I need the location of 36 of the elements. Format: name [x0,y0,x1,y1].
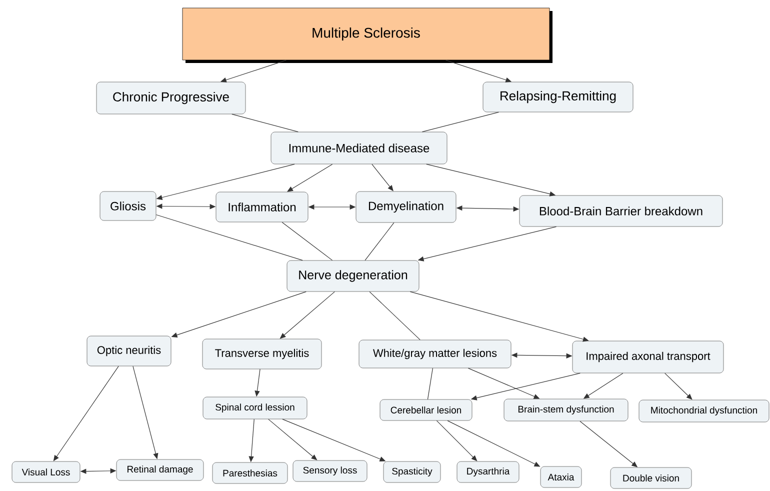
concept-box: Sensory loss [292,460,368,482]
concept-box: Spasticity [383,461,441,483]
connector-line [232,114,298,132]
concept-box: Spinal cord lession [202,396,308,420]
arrow [287,164,333,192]
concept-box: Impaired axonal transport [572,340,724,374]
connector-line [156,214,303,261]
concept-box: Ataxia [540,466,582,488]
concept-box: Optic neuritis [86,336,172,366]
concept-box: Visual Loss [12,461,80,483]
connector-line [427,368,434,400]
concept-box: Mitochondrial dysfunction [638,400,770,422]
arrow [664,372,692,400]
concept-box: Transverse myelitis [202,338,322,370]
concept-box: Blood-Brain Barrier breakdown [519,195,723,227]
concept-box: Double vision [610,467,692,489]
concept-box: White/gray matter lesions [358,340,512,368]
connector-line [364,222,394,261]
concept-box: Retinal damage [116,459,204,481]
concept-box: Gliosis [100,191,156,221]
title-box: Multiple Sclerosis [182,8,552,63]
concept-box: Brain-stem dysfunction [504,398,628,422]
concept-box: Chronic Progressive [96,82,246,114]
arrow [436,420,478,462]
concept-box: Paresthesias [212,462,288,484]
concept-box: Relapsing-Remitting [482,82,634,112]
concept-box: Immune-Mediated disease [270,132,448,164]
concept-box: Nerve degeneration [286,260,420,292]
concept-box: Demyelination [356,191,456,223]
concept-box: Cerebellar lesion [380,399,472,421]
concept-box: Dysarthria [456,461,520,483]
connector-line [282,222,333,261]
arrow [410,291,589,342]
connector-line [369,291,420,340]
concept-box: Inflammation [216,192,308,222]
connector-line [422,112,499,132]
